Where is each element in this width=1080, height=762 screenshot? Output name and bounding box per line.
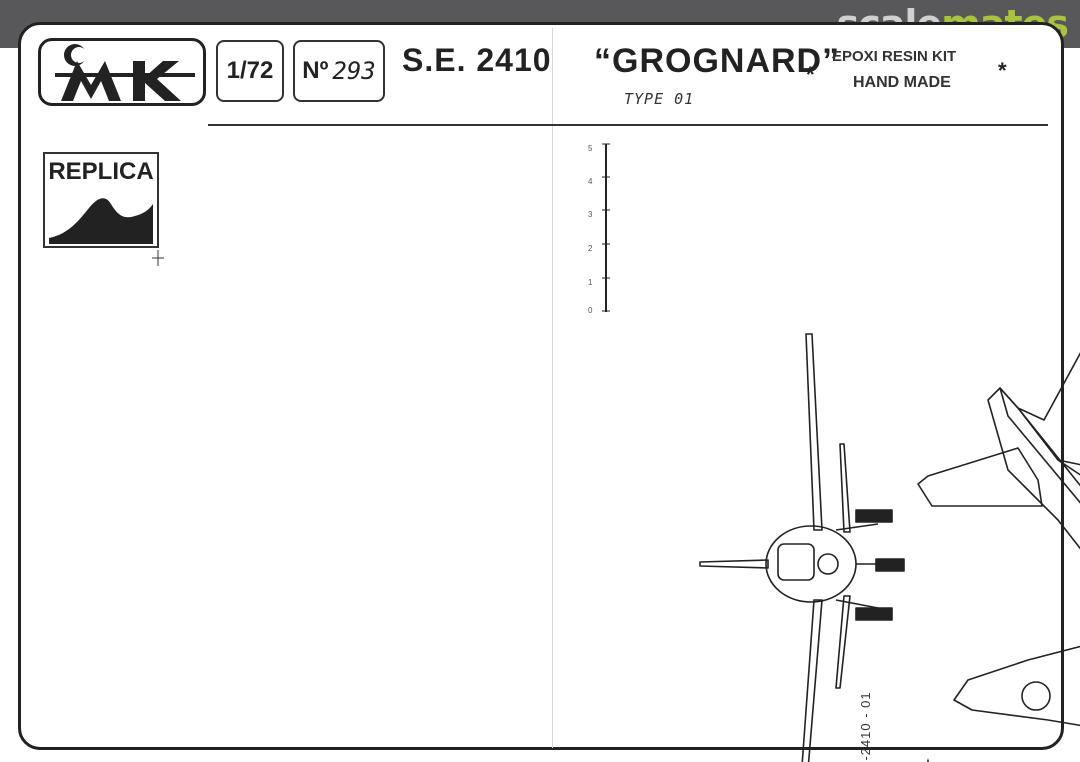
eagle-emblem (926, 758, 929, 762)
front-view (699, 333, 905, 762)
variant-label: TYPE 01 (624, 90, 695, 108)
aircraft-drawings (699, 333, 1080, 762)
kit-type-line1: EPOXI RESIN KIT (832, 48, 957, 65)
wave-logo-icon (49, 198, 153, 244)
scale-ruler (602, 143, 610, 312)
aircraft-designation: S.E. 2410 (402, 42, 552, 78)
asterisk-left: * (806, 62, 815, 87)
fold-line (552, 28, 553, 748)
mk-logo (38, 38, 206, 106)
aircraft-name: “GROGNARD” (594, 42, 841, 80)
replica-logo: REPLICA (43, 152, 159, 248)
mk-logo-icon (55, 44, 195, 101)
top-view (917, 352, 1080, 727)
kit-number-box: Nº 293 (293, 40, 385, 102)
kit-type-line2: HAND MADE (853, 74, 951, 91)
serial-label: SE-2410 - 01 (858, 691, 873, 762)
crosshair-icon (152, 250, 164, 266)
header-rule (208, 124, 1048, 126)
asterisk-right: * (998, 58, 1007, 83)
scale-box: 1/72 (216, 40, 284, 102)
